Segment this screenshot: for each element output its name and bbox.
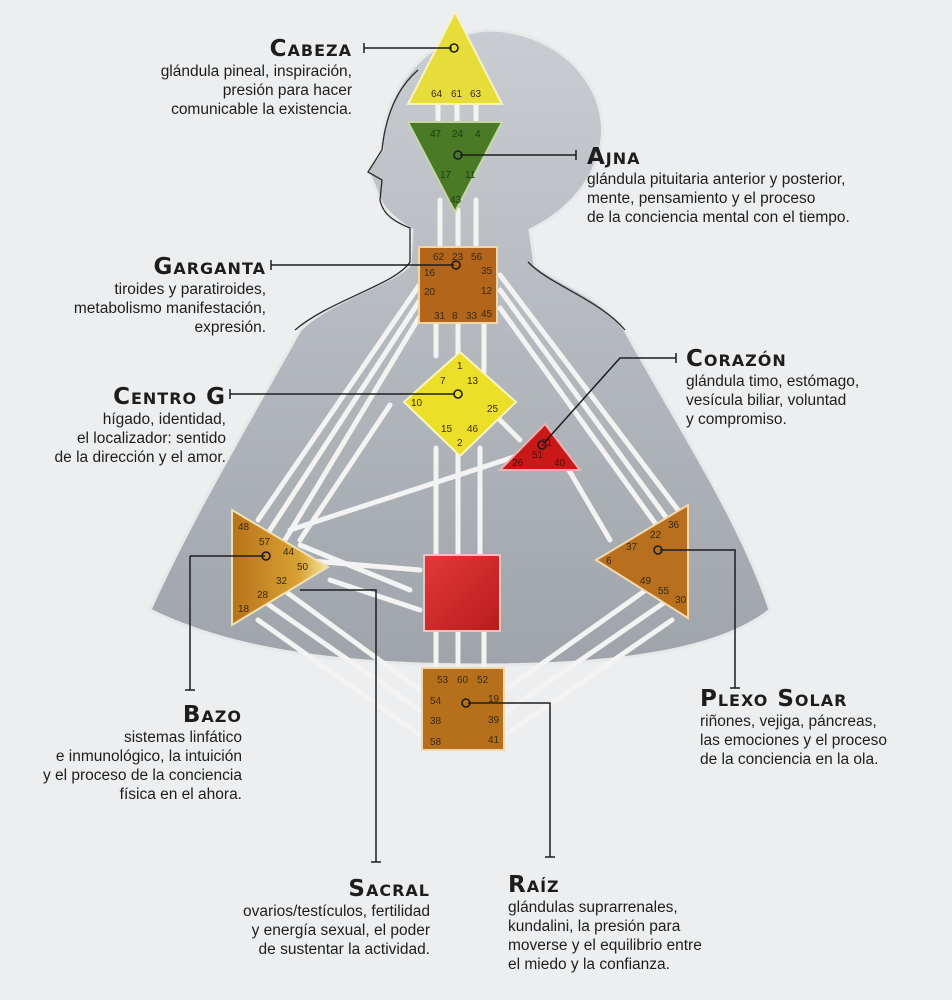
gate-number: 2 bbox=[457, 438, 463, 449]
ajna-center bbox=[406, 121, 504, 215]
gate-number: 1 bbox=[457, 361, 463, 372]
gate-number: 36 bbox=[668, 520, 680, 531]
gate-number: 16 bbox=[424, 268, 436, 279]
gate-number: 45 bbox=[481, 309, 493, 320]
gate-number: 49 bbox=[640, 576, 652, 587]
gate-number: 6 bbox=[606, 556, 612, 567]
gate-number: 57 bbox=[259, 537, 271, 548]
garganta-label: Garganta tiroides y paratiroides, metabo… bbox=[20, 254, 266, 337]
gate-number: 4 bbox=[475, 129, 481, 140]
centro-g-title: Centro G bbox=[113, 384, 226, 410]
gate-number: 58 bbox=[430, 737, 442, 748]
leader-lines bbox=[185, 43, 740, 863]
corazon-label: Corazón glándula timo, estómago, vesícul… bbox=[686, 346, 936, 429]
gate-number: 47 bbox=[430, 129, 442, 140]
gate-number: 50 bbox=[297, 562, 309, 573]
gate-number: 39 bbox=[488, 715, 500, 726]
gate-number: 31 bbox=[434, 311, 446, 322]
gate-number: 26 bbox=[512, 458, 524, 469]
corazon-title: Corazón bbox=[686, 346, 787, 372]
plexo-solar-label: Plexo Solar riñones, vejiga, páncreas, l… bbox=[700, 686, 940, 769]
gate-number: 55 bbox=[658, 586, 670, 597]
gate-number: 8 bbox=[452, 311, 458, 322]
raiz-center bbox=[421, 667, 505, 751]
gate-number: 60 bbox=[457, 675, 469, 686]
gate-number: 22 bbox=[650, 530, 662, 541]
gate-number: 18 bbox=[238, 604, 250, 615]
gate-number: 28 bbox=[257, 590, 269, 601]
raiz-description: glándulas suprarrenales, kundalini, la p… bbox=[508, 899, 702, 973]
gate-number: 48 bbox=[238, 522, 250, 533]
corazon-center bbox=[497, 422, 583, 471]
gate-number: 53 bbox=[437, 675, 449, 686]
raiz-title: Raíz bbox=[508, 872, 560, 898]
cabeza-center bbox=[406, 9, 504, 105]
gate-number: 54 bbox=[430, 696, 442, 707]
gate-number: 52 bbox=[477, 675, 489, 686]
plexo-solar-center bbox=[594, 503, 689, 620]
garganta-center bbox=[418, 246, 498, 324]
cabeza-description: glándula pineal, inspiración, presión pa… bbox=[160, 63, 352, 118]
plexo-solar-title: Plexo Solar bbox=[700, 686, 848, 712]
gate-number: 51 bbox=[532, 450, 544, 461]
shoulder-line-right bbox=[527, 261, 626, 331]
face-profile-line bbox=[294, 69, 419, 331]
gate-number: 40 bbox=[554, 458, 566, 469]
gate-number: 38 bbox=[430, 716, 442, 727]
sacral-center bbox=[423, 554, 501, 632]
gate-number: 63 bbox=[470, 89, 482, 100]
bazo-description: sistemas linfático e inmunológico, la in… bbox=[42, 729, 242, 803]
bazo-center bbox=[231, 508, 330, 627]
bazo-title: Bazo bbox=[182, 702, 242, 728]
center-markers bbox=[261, 43, 663, 708]
gate-number: 61 bbox=[451, 89, 463, 100]
plexo-solar-description: riñones, vejiga, páncreas, las emociones… bbox=[700, 713, 887, 768]
gate-number: 12 bbox=[481, 286, 493, 297]
gate-number: 7 bbox=[440, 376, 446, 387]
gate-number: 44 bbox=[283, 547, 295, 558]
gate-number: 10 bbox=[411, 398, 423, 409]
garganta-title: Garganta bbox=[153, 254, 266, 280]
gate-number: 11 bbox=[465, 170, 476, 181]
sacral-label: Sacral ovarios/testículos, fertilidad y … bbox=[180, 876, 430, 959]
gate-number: 32 bbox=[276, 576, 288, 587]
bazo-label: Bazo sistemas linfático e inmunológico, … bbox=[8, 702, 242, 804]
gate-number: 30 bbox=[675, 595, 687, 606]
gate-number: 23 bbox=[452, 252, 464, 263]
gate-number: 19 bbox=[488, 694, 500, 705]
gate-number: 25 bbox=[487, 404, 499, 415]
gate-number: 17 bbox=[440, 170, 452, 181]
gate-number: 46 bbox=[467, 424, 479, 435]
gate-number: 24 bbox=[452, 129, 464, 140]
centro-g-center bbox=[402, 350, 518, 458]
centro-g-description: hígado, identidad, el localizador: senti… bbox=[54, 411, 226, 466]
garganta-description: tiroides y paratiroides, metabolismo man… bbox=[73, 281, 266, 336]
sacral-description: ovarios/testículos, fertilidad y energía… bbox=[243, 903, 430, 958]
cabeza-title: Cabeza bbox=[269, 36, 352, 62]
gate-number: 64 bbox=[431, 89, 443, 100]
gate-number: 21 bbox=[541, 438, 553, 449]
raiz-label: Raíz glándulas suprarrenales, kundalini,… bbox=[508, 872, 758, 974]
gate-number: 62 bbox=[433, 252, 445, 263]
gate-number: 15 bbox=[441, 424, 453, 435]
gate-number: 20 bbox=[424, 287, 436, 298]
gate-number: 35 bbox=[481, 266, 493, 277]
ajna-description: glándula pituitaria anterior y posterior… bbox=[587, 171, 850, 226]
ajna-label: Ajna glándula pituitaria anterior y post… bbox=[587, 144, 917, 227]
cabeza-label: Cabeza glándula pineal, inspiración, pre… bbox=[90, 36, 352, 119]
ajna-title: Ajna bbox=[587, 144, 641, 170]
gate-number: 37 bbox=[626, 542, 638, 553]
gate-number: 43 bbox=[450, 195, 462, 206]
corazon-description: glándula timo, estómago, vesícula biliar… bbox=[686, 373, 860, 428]
gate-number: 13 bbox=[467, 376, 479, 387]
gate-number: 41 bbox=[488, 735, 500, 746]
gate-number: 33 bbox=[466, 311, 478, 322]
sacral-title: Sacral bbox=[348, 876, 430, 902]
gate-number: 56 bbox=[471, 252, 483, 263]
centro-g-label: Centro G hígado, identidad, el localizad… bbox=[10, 384, 226, 467]
